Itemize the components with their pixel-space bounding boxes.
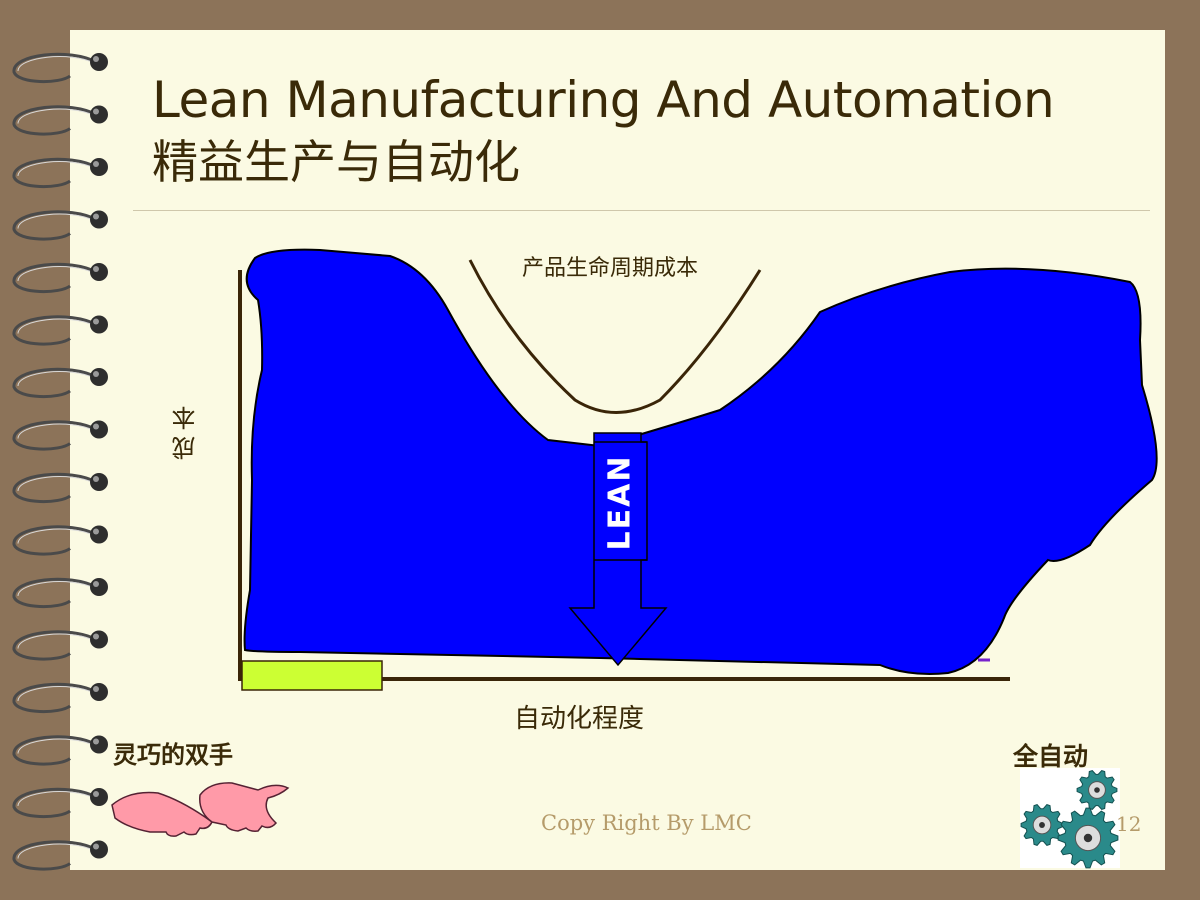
- copyright-footer: Copy Right By LMC: [541, 811, 752, 835]
- gears-icon: [1020, 768, 1120, 869]
- cost-region-shape: [243, 248, 1158, 675]
- y-axis-label: 成本: [172, 400, 200, 460]
- slide-subtitle: 精益生产与自动化: [152, 135, 520, 189]
- lean-arrow: [568, 432, 668, 667]
- gear-axle: [1039, 822, 1045, 828]
- slide-title: Lean Manufacturing And Automation: [152, 71, 1055, 129]
- lean-text: LEAN: [602, 454, 638, 550]
- life-cycle-cost-curve: [468, 259, 762, 414]
- title-divider: [133, 210, 1150, 211]
- manual-end-label: 灵巧的双手: [113, 741, 233, 769]
- lean-arrow-label: LEAN: [596, 452, 644, 552]
- x-axis-label: 自动化程度: [514, 704, 645, 734]
- gear-axle: [1083, 833, 1093, 843]
- gear-axle: [1094, 787, 1100, 793]
- life-cycle-cost-label: 产品生命周期成本: [522, 256, 699, 281]
- page-number: 12: [1116, 812, 1142, 836]
- manual-zone-bar: [241, 660, 383, 691]
- hands-icon: [111, 782, 290, 837]
- full-automation-label: 全自动: [1013, 742, 1089, 771]
